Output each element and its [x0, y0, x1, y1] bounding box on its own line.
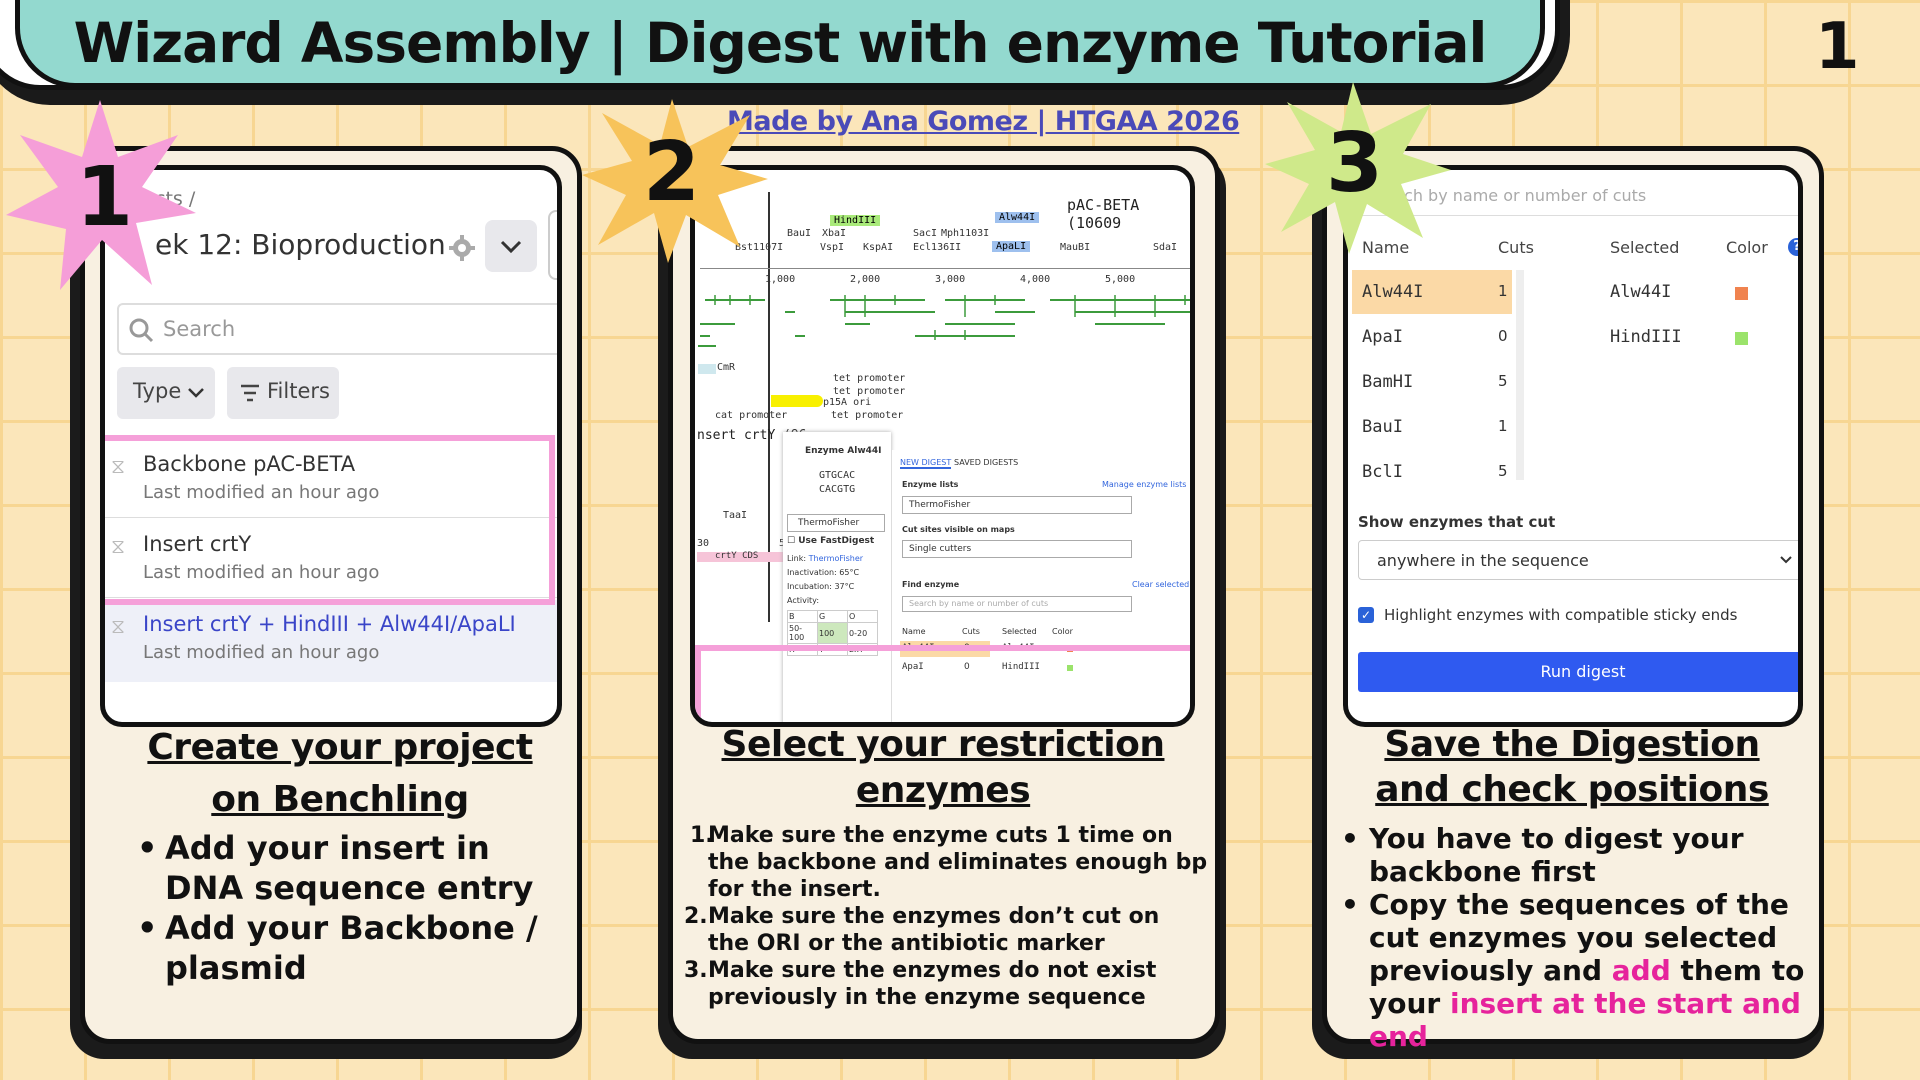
hourglass-icon: ⧖: [111, 614, 126, 638]
item-name: Backbone pAC-BETA: [143, 452, 356, 476]
type-label: Type: [133, 379, 182, 403]
list-item[interactable]: ⧖ Backbone pAC-BETA Last modified an hou…: [105, 440, 557, 518]
search-input[interactable]: arch by name or number of cuts: [1388, 186, 1647, 205]
gear-icon[interactable]: [448, 234, 476, 262]
chevron-down-icon[interactable]: [485, 220, 537, 272]
yellow-burst-2: [582, 99, 768, 263]
page-title: Wizard Assembly | Digest with enzyme Tut…: [73, 11, 1488, 75]
highlight-label: Highlight enzymes with compatible sticky…: [1384, 606, 1738, 624]
color-swatch[interactable]: [1735, 332, 1748, 345]
enzyme-list-select[interactable]: ThermoFisher: [902, 496, 1132, 514]
col-name[interactable]: Name: [1362, 238, 1410, 257]
list-item[interactable]: ⧖ Insert crtY + HindIII + Alw44I/ApaLI L…: [105, 600, 557, 682]
col-cuts[interactable]: Cuts: [1498, 238, 1534, 257]
chevron-down-icon: [1780, 556, 1792, 564]
step1-bullets: •Add your insert in DNA sequence entry •…: [137, 829, 538, 987]
cut-sites-select[interactable]: Single cutters: [902, 540, 1132, 558]
list-item[interactable]: ⧖ Insert crtY Last modified an hour ago: [105, 520, 557, 598]
green-burst-3: [1265, 82, 1451, 254]
filters-label: Filters: [267, 379, 330, 403]
vendor-select[interactable]: ThermoFisher: [787, 514, 885, 532]
col-color: Color: [1726, 238, 1768, 257]
tab-new-digest[interactable]: NEW DIGEST: [900, 458, 952, 469]
step2-steps: 1.Make sure the enzyme cuts 1 time on th…: [684, 823, 1208, 1010]
item-name: Insert crtY + HindIII + Alw44I/ApaLI: [143, 612, 516, 636]
enzyme-tag[interactable]: Alw44I: [995, 212, 1040, 223]
item-name: Insert crtY: [143, 532, 252, 556]
search-input[interactable]: Search: [117, 303, 557, 355]
digest-panel: NEW DIGEST SAVED DIGESTS Enzyme lists Ma…: [891, 450, 1190, 722]
item-meta: Last modified an hour ago: [143, 642, 380, 663]
project-title: ek 12: Bioproduction: [155, 228, 446, 261]
filter-icon: [241, 384, 259, 402]
manage-enzyme-lists-link[interactable]: Manage enzyme lists: [1102, 480, 1187, 489]
show-label: Show enzymes that cut: [1358, 513, 1556, 531]
run-digest-button[interactable]: Run digest: [1358, 652, 1798, 692]
benchling-project-screenshot: cts / ek 12: Bioproduction Search Type F…: [100, 165, 562, 727]
credit-link[interactable]: Made by Ana Gomez | HTGAA 2026: [727, 106, 1240, 137]
type-dropdown[interactable]: Type: [117, 367, 215, 419]
step1-number: 1: [76, 150, 134, 245]
enzyme-tag[interactable]: HindIII: [830, 215, 881, 226]
scrollbar[interactable]: [1516, 270, 1524, 480]
hourglass-icon: ⧖: [111, 534, 126, 558]
benchling-digest-screenshot: arch by name or number of cuts Name Cuts…: [1343, 165, 1803, 727]
col-selected: Selected: [1610, 238, 1680, 257]
find-enzyme-input[interactable]: Search by name or number of cuts: [902, 596, 1132, 612]
header-banner: Wizard Assembly | Digest with enzyme Tut…: [15, 0, 1545, 88]
item-meta: Last modified an hour ago: [143, 482, 380, 503]
benchling-map-screenshot: pAC-BETA (10609 HindIII Alw44I BauI XbaI…: [690, 165, 1195, 727]
search-icon: [129, 318, 154, 343]
help-icon[interactable]: ?: [1788, 238, 1798, 256]
highlight-box: [695, 645, 1190, 722]
filters-button[interactable]: Filters: [227, 367, 339, 419]
step3-bullets: •You have to digest your backbone first …: [1341, 822, 1805, 1053]
clear-selected-link[interactable]: Clear selected: [1132, 580, 1190, 589]
enzyme-tag[interactable]: ApaLI: [992, 241, 1031, 252]
map-title: pAC-BETA (10609: [1067, 196, 1140, 232]
step2-number: 2: [643, 125, 701, 220]
highlight-checkbox[interactable]: ✓: [1358, 607, 1374, 623]
pink-burst-1: [6, 100, 196, 290]
color-swatch[interactable]: [1735, 287, 1748, 300]
search-placeholder: Search: [163, 317, 236, 341]
enzyme-popup: Enzyme Alw44I GTGCAC CACGTG ThermoFisher…: [783, 432, 891, 722]
hourglass-icon: ⧖: [111, 454, 126, 478]
highlight-box: [105, 435, 555, 605]
page-number: 1: [1815, 10, 1860, 84]
insert-label: nsert crtY (96: [697, 428, 807, 443]
show-enzymes-select[interactable]: anywhere in the sequence: [1358, 540, 1798, 580]
step3-number: 3: [1326, 116, 1384, 211]
tab-saved-digests[interactable]: SAVED DIGESTS: [954, 458, 1019, 467]
chevron-down-icon: [188, 388, 204, 398]
item-meta: Last modified an hour ago: [143, 562, 380, 583]
